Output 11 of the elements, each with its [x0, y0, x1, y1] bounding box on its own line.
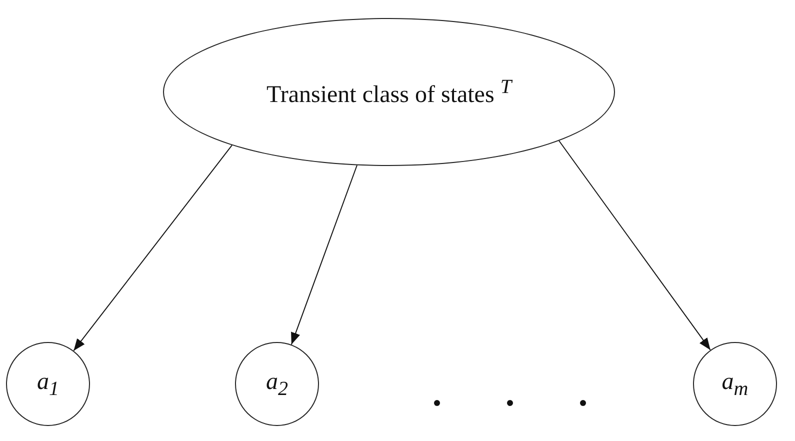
class-label: Transient class of states $^{T}$ — [266, 77, 512, 107]
state-label: a$_{1}$ — [37, 370, 59, 398]
state-circle — [235, 342, 319, 426]
arrow — [290, 164, 358, 346]
state-circle — [6, 342, 90, 426]
arrow — [73, 144, 232, 352]
state-label: a$_{m}$ — [722, 370, 748, 398]
state-class-ellipse — [163, 18, 615, 166]
arrow — [558, 140, 711, 350]
state-circle — [693, 342, 777, 426]
state-label: a$_{2}$ — [266, 370, 288, 398]
